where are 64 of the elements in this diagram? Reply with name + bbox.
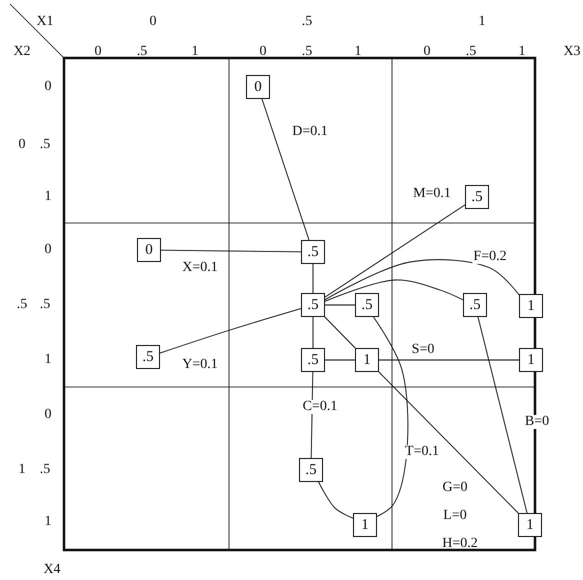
value-box: .5: [299, 458, 323, 482]
connector-line: [324, 304, 356, 306]
axis-tick-label: 1: [354, 45, 362, 59]
parameter-label: G=0: [442, 481, 468, 495]
value-box: 1: [519, 348, 543, 372]
axis-tick-label: 1: [44, 353, 52, 367]
connector-line: [324, 204, 466, 298]
axis-tick-label: 0: [260, 45, 266, 59]
axis-tick-label: .5: [40, 298, 50, 312]
axis-tick-label: .5: [16, 298, 28, 312]
value-box: .5: [465, 185, 489, 209]
axis-tick-label: X4: [43, 563, 61, 577]
connector-line: [160, 308, 302, 354]
edge-label: F=0.2: [472, 250, 508, 264]
axis-tick-label: .5: [136, 45, 148, 59]
connector-line: [478, 316, 528, 514]
axis-tick-label: 0: [44, 80, 52, 94]
connector-line: [160, 250, 302, 252]
value-box: 1: [518, 513, 542, 537]
axis-tick-label: .5: [302, 15, 312, 29]
value-box: 1: [355, 348, 379, 372]
axis-tick-label: 0: [44, 243, 52, 257]
axis-tick-label: .5: [40, 138, 50, 152]
axis-tick-label: .5: [302, 45, 312, 59]
value-box: .5: [301, 293, 325, 317]
edge-label: B=0: [524, 415, 550, 429]
value-box: .5: [463, 293, 487, 317]
axis-tick-label: 0: [150, 15, 156, 29]
value-box: .5: [301, 348, 325, 372]
axis-tick-label: 1: [478, 15, 486, 29]
axis-tick-label: 1: [192, 45, 198, 59]
value-box: .5: [136, 345, 160, 369]
value-box: .5: [301, 240, 325, 264]
connector-line: [318, 482, 354, 519]
connector-line: [378, 372, 519, 514]
axis-tick-label: .5: [40, 463, 50, 477]
edge-label: T=0.1: [404, 445, 440, 459]
axis-tick-label: 0: [44, 408, 52, 422]
parameter-label: H=0.2: [442, 537, 478, 551]
connector-line: [324, 280, 464, 302]
parameter-label: L=0: [443, 509, 467, 523]
axis-tick-label: X1: [36, 15, 54, 29]
connector-line: [324, 316, 356, 348]
value-box: 1: [519, 294, 543, 318]
axis-tick-label: X3: [563, 45, 581, 59]
connector-line: [262, 98, 310, 240]
axis-tick-label: 1: [518, 45, 526, 59]
connector-line: [373, 316, 408, 517]
axis-tick-label: 1: [44, 515, 52, 529]
value-box: .5: [355, 293, 379, 317]
connector-line: [324, 259, 520, 300]
value-box: 1: [353, 513, 377, 537]
axis-tick-label: 0: [94, 45, 102, 59]
axis-tick-label: 0: [18, 138, 26, 152]
value-box: 0: [246, 75, 270, 99]
connector-line: [312, 316, 314, 348]
axis-tick-label: .5: [466, 45, 476, 59]
value-box: 0: [137, 238, 161, 262]
edge-label: C=0.1: [302, 400, 338, 414]
connector-line: [312, 264, 314, 294]
axis-tick-label: 0: [424, 45, 430, 59]
axis-tick-label: 1: [44, 190, 52, 204]
axis-tick-label: X2: [13, 45, 31, 59]
axis-tick-label: 1: [18, 463, 26, 477]
